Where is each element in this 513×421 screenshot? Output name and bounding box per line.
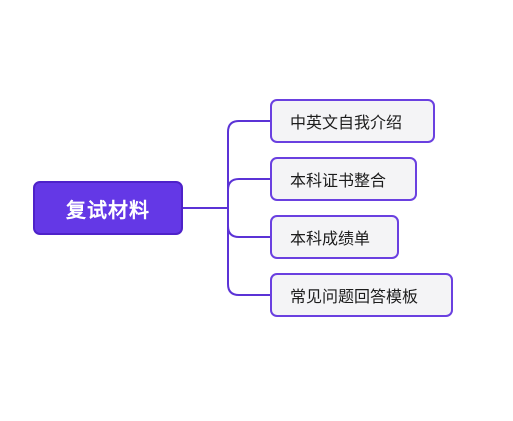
child-node-self-introduction[interactable]: 中英文自我介绍 (270, 99, 435, 143)
root-node[interactable]: 复试材料 (33, 181, 183, 235)
connector-branch-2 (227, 178, 270, 191)
child-node-certificates[interactable]: 本科证书整合 (270, 157, 417, 201)
connector-branch-3 (227, 225, 270, 238)
connector-spine (227, 120, 270, 296)
child-node-faq-templates[interactable]: 常见问题回答模板 (270, 273, 453, 317)
child-node-transcript[interactable]: 本科成绩单 (270, 215, 399, 259)
